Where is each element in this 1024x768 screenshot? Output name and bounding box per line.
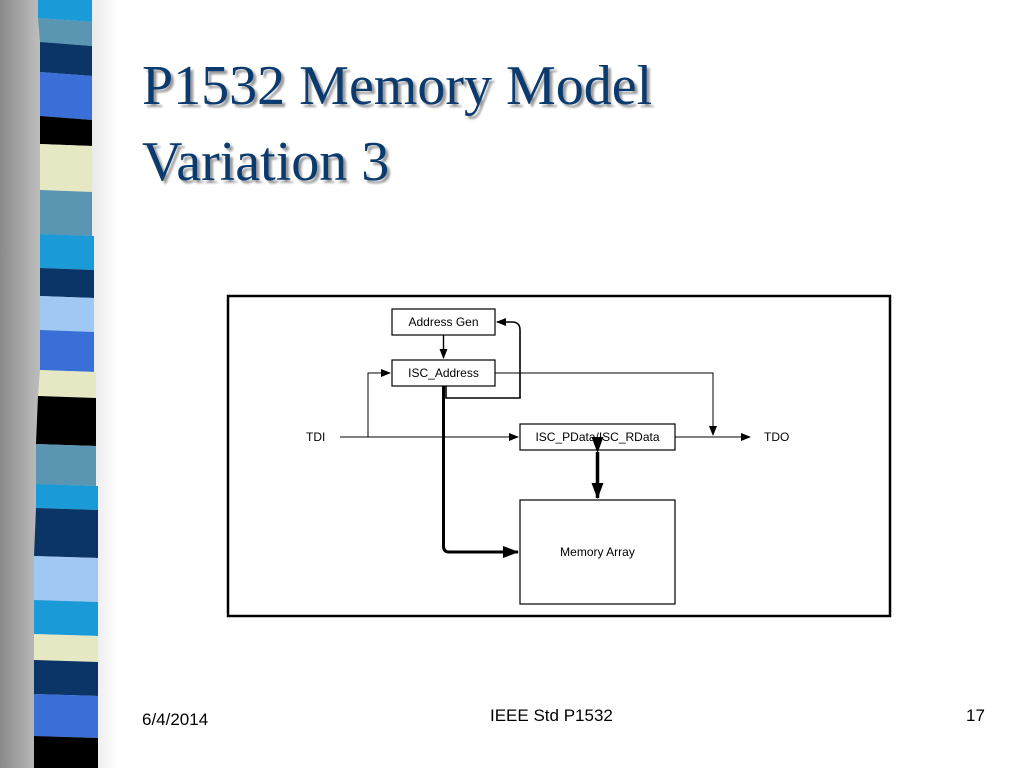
stripe-segment: [40, 234, 94, 270]
stripe-segment: [34, 634, 98, 662]
stripe-segment: [40, 268, 94, 298]
isc-address-feedback-loop: [445, 318, 521, 399]
stripe-segment: [34, 694, 98, 738]
decorative-stripe-column: [34, 0, 98, 768]
memory-array-box: [519, 499, 676, 605]
stripe-segment: [40, 116, 92, 146]
stripe-segment: [40, 144, 92, 192]
stripe-segment: [40, 330, 94, 372]
isc-data-label: ISC_PData/ISC_RData: [535, 430, 659, 444]
stripe-segment: [34, 600, 98, 636]
tdi-to-isc-address-arrow: [367, 369, 391, 437]
address-gen-label: Address Gen: [408, 315, 478, 329]
stripe-segment: [34, 660, 98, 696]
stripe-segment: [40, 296, 94, 332]
stripe-segment: [34, 736, 98, 768]
stripe-segment: [36, 396, 96, 446]
isc-address-label: ISC_Address: [408, 366, 479, 380]
stripe-segment: [38, 0, 92, 22]
stripe-segment: [34, 508, 98, 558]
stripe-segment: [38, 18, 92, 46]
stripe-segment: [36, 484, 98, 510]
slide-title: P1532 Memory Model Variation 3: [142, 48, 652, 200]
stripe-segment: [40, 42, 92, 76]
isc-address-to-tdo-arrow: [495, 372, 717, 436]
stripe-segment: [36, 444, 96, 486]
stripe-segment: [38, 370, 96, 398]
stripe-segment: [40, 190, 92, 236]
isc-address-to-memory-array-arrow: [442, 386, 519, 558]
stripe-segment: [34, 556, 98, 602]
tdo-label: TDO: [764, 430, 789, 444]
tdi-label: TDI: [306, 430, 325, 444]
stripe-segment: [40, 72, 92, 120]
memory-array-label: Memory Array: [560, 545, 635, 559]
address-gen-box: [391, 308, 496, 336]
slide-title-line2: Variation 3: [142, 131, 390, 193]
footer-title: IEEE Std P1532: [490, 706, 613, 725]
footer-date: 6/4/2014: [142, 710, 209, 729]
isc-address-box: [391, 359, 496, 387]
slide-title-line1: P1532 Memory Model: [142, 55, 653, 117]
page-number: 17: [966, 706, 985, 725]
